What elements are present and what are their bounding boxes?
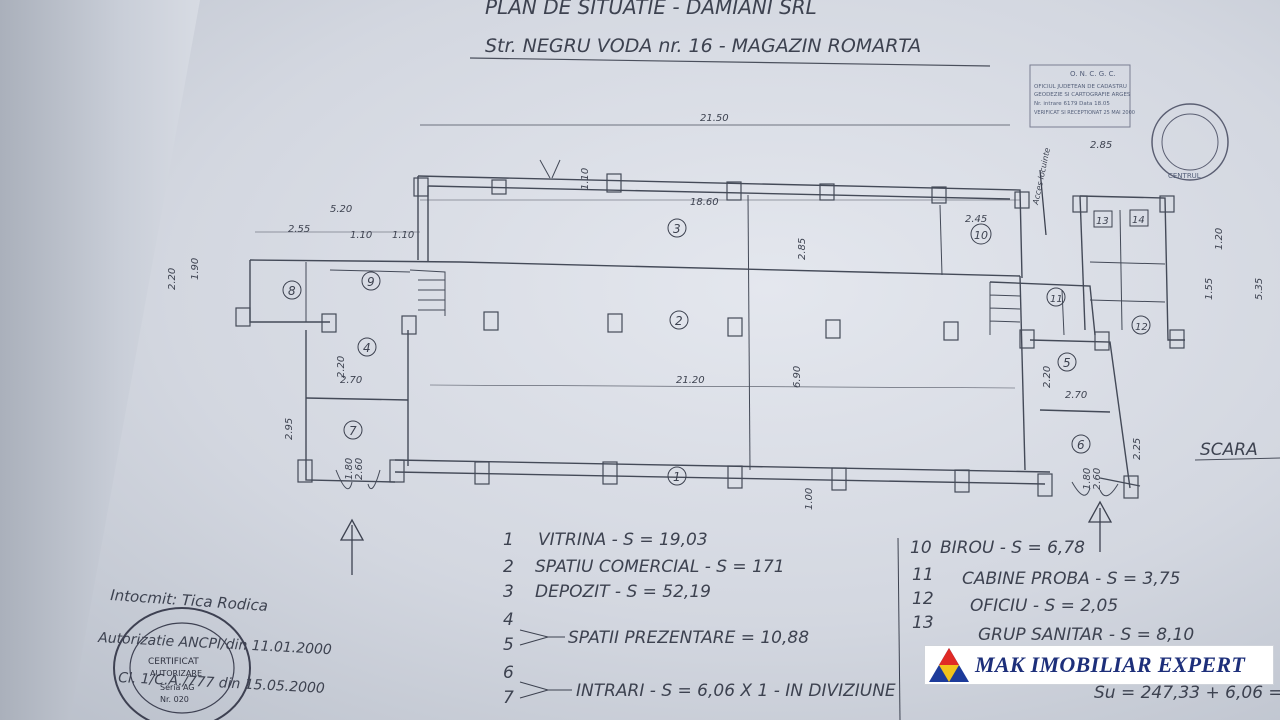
svg-text:Cl. 1/C.A./777 din 15.05.2000: Cl. 1/C.A./777 din 15.05.2000	[118, 670, 325, 697]
room-numbers: 1 2 3 4 5 6 7 8 9 10 11 12 13 14	[282, 209, 1151, 486]
svg-text:1.20: 1.20	[1214, 228, 1225, 250]
svg-text:21.20: 21.20	[676, 375, 705, 386]
svg-text:9: 9	[367, 275, 375, 289]
svg-text:2.60: 2.60	[1092, 468, 1103, 490]
svg-text:VERIFICAT SI RECEPTIONAT 25 MA: VERIFICAT SI RECEPTIONAT 25 MAI 2000	[1034, 110, 1135, 116]
svg-text:18.60: 18.60	[690, 197, 719, 208]
svg-text:OFICIUL JUDETEAN DE CADASTRU: OFICIUL JUDETEAN DE CADASTRU	[1034, 84, 1127, 90]
scara-label: SCARA	[1200, 440, 1258, 460]
svg-text:2.70: 2.70	[1065, 390, 1087, 401]
svg-text:5.20: 5.20	[330, 204, 352, 215]
svg-text:13: 13	[912, 613, 934, 633]
svg-text:2.70: 2.70	[340, 375, 362, 386]
svg-text:1.10: 1.10	[392, 230, 414, 241]
svg-text:2.25: 2.25	[1132, 438, 1143, 460]
svg-text:11: 11	[1050, 294, 1063, 305]
svg-text:14: 14	[1132, 215, 1145, 226]
svg-text:2.20: 2.20	[167, 268, 178, 290]
svg-text:7: 7	[349, 424, 357, 438]
svg-text:10: 10	[910, 538, 932, 558]
svg-text:3: 3	[673, 222, 681, 236]
svg-text:2.95: 2.95	[284, 418, 295, 440]
svg-text:1.10: 1.10	[580, 168, 591, 190]
svg-text:DEPOZIT - S = 52,19: DEPOZIT - S = 52,19	[535, 582, 711, 602]
svg-text:10: 10	[974, 229, 988, 242]
svg-text:CERTIFICAT: CERTIFICAT	[148, 657, 199, 667]
svg-text:8: 8	[288, 284, 296, 298]
svg-text:Nr. intrare 6179 Data 18.05: Nr. intrare 6179 Data 18.05	[1034, 101, 1110, 107]
svg-text:VITRINA - S = 19,03: VITRINA - S = 19,03	[538, 530, 708, 550]
plan-address: Str. NEGRU VODA nr. 16 - MAGAZIN ROMARTA	[485, 35, 921, 57]
logo-text: MAK IMOBILIAR EXPERT	[975, 652, 1246, 677]
partitions	[305, 159, 1166, 497]
svg-text:4: 4	[363, 341, 371, 355]
svg-text:4: 4	[503, 610, 514, 630]
svg-text:2.20: 2.20	[1042, 366, 1053, 388]
svg-text:12: 12	[912, 589, 934, 609]
svg-text:1.00: 1.00	[804, 488, 815, 510]
legend: 1 VITRINA - S = 19,03 2 SPATIU COMERCIAL…	[503, 530, 1280, 720]
svg-text:2: 2	[675, 314, 683, 328]
svg-text:12: 12	[1135, 322, 1148, 333]
svg-text:GEODEZIE SI CARTOGRAFIE ARGES: GEODEZIE SI CARTOGRAFIE ARGES	[1034, 92, 1131, 98]
svg-text:6: 6	[1077, 438, 1085, 452]
svg-text:2: 2	[503, 557, 514, 577]
svg-text:OFICIU - S = 2,05: OFICIU - S = 2,05	[970, 596, 1118, 616]
svg-text:5.35: 5.35	[1254, 278, 1265, 300]
svg-text:SPATIU COMERCIAL - S = 171: SPATIU COMERCIAL - S = 171	[535, 557, 785, 577]
svg-text:SPATII PREZENTARE = 10,88: SPATII PREZENTARE = 10,88	[568, 628, 809, 648]
svg-text:6: 6	[503, 663, 514, 683]
svg-text:1.80: 1.80	[1082, 468, 1093, 490]
svg-text:5: 5	[503, 635, 514, 655]
svg-text:2.60: 2.60	[354, 458, 365, 480]
svg-text:2.45: 2.45	[965, 214, 987, 225]
svg-text:BIROU - S = 6,78: BIROU - S = 6,78	[940, 538, 1085, 558]
svg-text:21.50: 21.50	[700, 113, 729, 124]
svg-text:2.85: 2.85	[797, 238, 808, 260]
svg-text:1.10: 1.10	[350, 230, 372, 241]
entrance-arrows	[339, 169, 1113, 575]
svg-text:AUTORIZARE: AUTORIZARE	[150, 669, 202, 678]
authorization-seal: CERTIFICAT AUTORIZARE Seria AG Nr. 020	[113, 607, 251, 720]
svg-text:O. N. C. G. C.: O. N. C. G. C.	[1070, 70, 1116, 78]
svg-text:2.55: 2.55	[288, 224, 310, 235]
watermark-logo: MAK IMOBILIAR EXPERT	[924, 645, 1274, 685]
svg-text:1.80: 1.80	[344, 458, 355, 480]
svg-text:1: 1	[503, 530, 514, 550]
svg-text:Nr. 020: Nr. 020	[160, 695, 189, 704]
oncgc-stamp: O. N. C. G. C. OFICIUL JUDETEAN DE CADAS…	[1029, 64, 1229, 181]
svg-text:INTRARI - S = 6,06 X 1 - IN DI: INTRARI - S = 6,06 X 1 - IN DIVIZIUNE	[576, 681, 896, 701]
svg-text:Seria AG: Seria AG	[160, 683, 195, 692]
svg-text:Intocmit: Tica Rodica: Intocmit: Tica Rodica	[110, 586, 269, 615]
svg-text:13: 13	[1096, 216, 1109, 227]
svg-text:CABINE PROBA - S = 3,75: CABINE PROBA - S = 3,75	[962, 569, 1180, 589]
svg-text:7: 7	[503, 688, 514, 708]
svg-text:2.20: 2.20	[336, 356, 347, 378]
svg-text:1.55: 1.55	[1204, 278, 1215, 300]
svg-text:Su = 247,33 + 6,06 = 253,39: Su = 247,33 + 6,06 = 253,39	[1094, 683, 1280, 703]
svg-text:3: 3	[503, 582, 514, 602]
logo-triangle-icon	[929, 648, 969, 682]
plan-title: PLAN DE SITUATIE - DAMIANI SRL	[485, 0, 817, 19]
pillars	[235, 173, 1185, 499]
acces-label: Acces locuinte	[1031, 147, 1052, 207]
svg-text:11: 11	[912, 565, 934, 585]
svg-text:1: 1	[673, 470, 681, 484]
svg-text:2.85: 2.85	[1090, 140, 1112, 151]
svg-text:CENTRUL: CENTRUL	[1168, 172, 1201, 180]
svg-text:GRUP SANITAR - S = 8,10: GRUP SANITAR - S = 8,10	[978, 625, 1194, 645]
svg-text:6.90: 6.90	[792, 366, 803, 388]
plan-dimensions: 21.20 6.90 2.70 2.70 2.95 2.20 2.20 2.85…	[167, 168, 1265, 510]
svg-text:1.90: 1.90	[190, 258, 201, 280]
svg-text:5: 5	[1063, 356, 1071, 370]
